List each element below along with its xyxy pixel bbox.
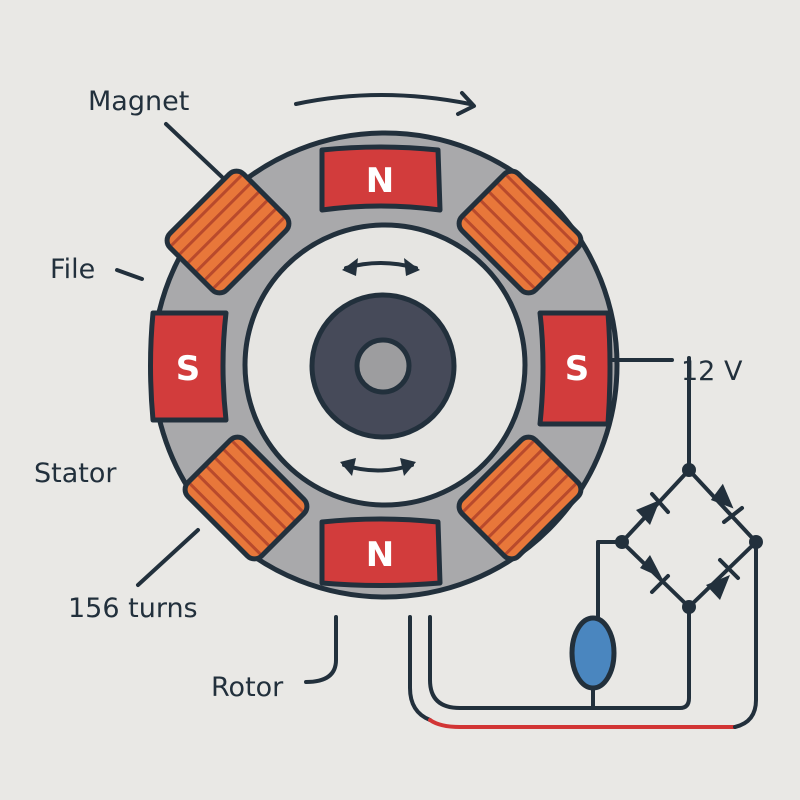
magnet-top: N (319, 144, 443, 213)
shaft (354, 337, 412, 395)
oscillation-arrow-top-icon (342, 258, 420, 276)
diode-4-icon (706, 558, 740, 600)
diode-3-icon (640, 555, 670, 594)
label-rotor: Rotor (211, 672, 284, 703)
diode-2-icon (710, 483, 744, 524)
magnet-left: S (148, 310, 229, 423)
leader-rotor (304, 615, 338, 684)
pole-label-bottom: N (366, 535, 394, 575)
leader-magnet (164, 122, 224, 179)
diode-1-icon (636, 492, 670, 525)
label-magnet: Magnet (88, 86, 189, 117)
coil-bottom-right (456, 434, 584, 562)
magnet-bottom: N (319, 516, 443, 588)
label-voltage: 12 V (681, 356, 743, 387)
capacitor (569, 615, 617, 691)
coil-bottom-left (182, 434, 310, 562)
leader-file (115, 268, 144, 281)
label-file: File (50, 254, 95, 285)
pole-label-top: N (366, 161, 394, 201)
circuit (408, 356, 763, 729)
label-stator: Stator (34, 458, 117, 489)
label-turns: 156 turns (68, 593, 198, 624)
oscillation-arrow-bottom-icon (340, 458, 416, 476)
magnet-right: S (537, 310, 613, 427)
coil-top-right (456, 168, 584, 296)
coil-top-left (164, 168, 292, 296)
pole-label-left: S (176, 349, 201, 389)
rotation-arrow-icon (294, 91, 476, 116)
leader-turns (136, 528, 200, 587)
pole-label-right: S (565, 349, 590, 389)
